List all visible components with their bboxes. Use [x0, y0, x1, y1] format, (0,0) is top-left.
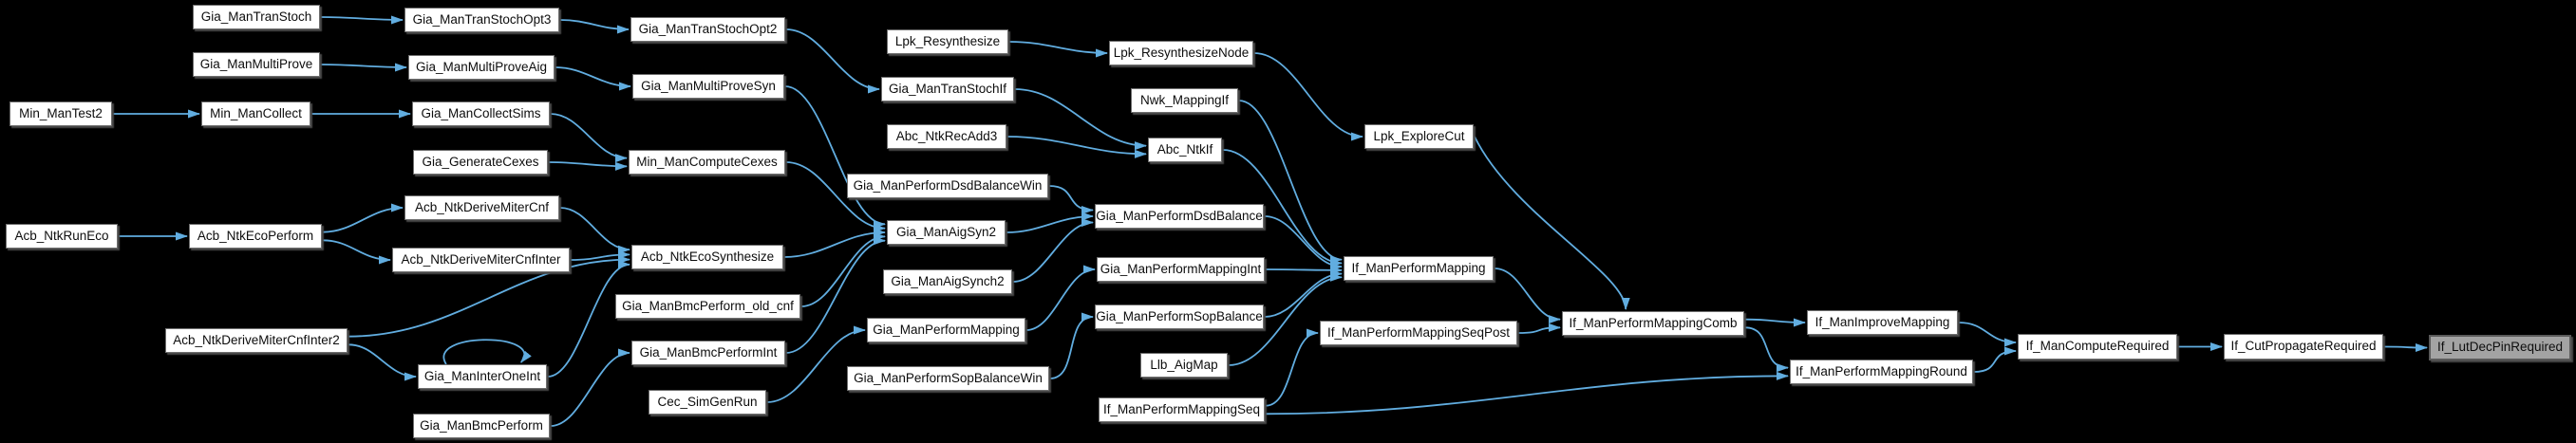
node-Gia_ManCollectSims[interactable]: Gia_ManCollectSims — [412, 102, 550, 126]
node-Gia_ManTranStochOpt2[interactable]: Gia_ManTranStochOpt2 — [630, 17, 785, 42]
edge-Lpk_Resynthesize-to-Lpk_ResynthesizeNode — [1008, 41, 1108, 58]
node-Gia_ManPerformSopBalanceWin[interactable]: Gia_ManPerformSopBalanceWin — [847, 366, 1049, 391]
edge-Llb_AigMap-to-If_ManPerformMapping — [1228, 272, 1343, 366]
edge-Gia_ManAigSynch2-to-Gia_ManPerformDsdBalance — [1012, 218, 1094, 283]
edge-Gia_ManPerformDsdBalance-to-If_ManPerformMapping — [1264, 215, 1343, 271]
node-Gia_ManMultiProve[interactable]: Gia_ManMultiProve — [193, 52, 320, 77]
node-Acb_NtkEcoSynthesize[interactable]: Acb_NtkEcoSynthesize — [631, 245, 783, 269]
edge-Gia_ManMultiProveAig-to-Gia_ManMultiProveSyn — [555, 66, 631, 91]
node-Acb_NtkDeriveMiterCnf[interactable]: Acb_NtkDeriveMiterCnf — [404, 195, 559, 220]
edge-Gia_ManPerformMapping-to-Gia_ManPerformMappingInt — [1025, 265, 1096, 331]
edge-Abc_NtkIf-to-If_ManPerformMapping — [1222, 149, 1343, 268]
edge-Gia_ManPerformMappingInt-to-If_ManPerformMapping — [1265, 266, 1343, 275]
node-Gia_ManPerformMappingInt[interactable]: Gia_ManPerformMappingInt — [1097, 257, 1265, 282]
node-Gia_ManBmcPerform[interactable]: Gia_ManBmcPerform — [413, 414, 550, 438]
edge-If_ManPerformMapping-to-If_ManPerformMappingComb — [1494, 268, 1561, 324]
edge-If_ManImproveMapping-to-If_ManComputeRequired — [1958, 322, 2017, 347]
edge-Acb_NtkEcoSynthesize-to-Gia_ManAigSyn2 — [783, 228, 886, 258]
node-Gia_ManBmcPerform_old_cnf[interactable]: Gia_ManBmcPerform_old_cnf — [615, 294, 800, 319]
edge-If_ManPerformMappingSeq-to-If_ManPerformMappingSeqPost — [1265, 328, 1319, 407]
node-Acb_NtkRunEco[interactable]: Acb_NtkRunEco — [6, 224, 118, 249]
node-Cec_SimGenRun[interactable]: Cec_SimGenRun — [649, 390, 766, 415]
edge-Acb_NtkDeriveMiterCnfInter-to-Acb_NtkEcoSynthesize — [570, 249, 630, 261]
edge-Acb_NtkEcoPerform-to-Acb_NtkDeriveMiterCnfInter — [322, 239, 391, 265]
node-If_ManPerformMappingSeqPost[interactable]: If_ManPerformMappingSeqPost — [1320, 321, 1517, 345]
edge-Acb_NtkDeriveMiterCnfInter2-to-Gia_ManInterOneInt — [348, 343, 417, 381]
node-If_ManPerformMapping[interactable]: If_ManPerformMapping — [1344, 256, 1494, 281]
edge-Gia_ManPerformSopBalanceWin-to-Gia_ManPerformSopBalance — [1049, 312, 1094, 379]
node-Abc_NtkIf[interactable]: Abc_NtkIf — [1148, 138, 1222, 162]
edge-If_ManPerformMappingSeq-to-If_ManPerformMappingRound — [1265, 371, 1789, 415]
edge-If_ManPerformMappingSeqPost-to-If_ManPerformMappingComb — [1517, 323, 1561, 334]
edge-If_CutPropagateRequired-to-If_LutDecPinRequired — [2383, 342, 2428, 352]
node-Gia_ManBmcPerformInt[interactable]: Gia_ManBmcPerformInt — [631, 341, 785, 365]
edge-Lpk_ResynthesizeNode-to-Lpk_ExploreCut — [1253, 52, 1363, 141]
node-Gia_ManAigSyn2[interactable]: Gia_ManAigSyn2 — [887, 220, 1006, 245]
node-Acb_NtkEcoPerform[interactable]: Acb_NtkEcoPerform — [189, 224, 322, 249]
node-Gia_ManTranStochIf[interactable]: Gia_ManTranStochIf — [881, 77, 1014, 102]
node-Gia_ManPerformSopBalance[interactable]: Gia_ManPerformSopBalance — [1095, 305, 1264, 329]
edge-If_ManPerformMappingComb-to-If_ManPerformMappingRound — [1744, 326, 1789, 373]
node-Min_ManComputeCexes[interactable]: Min_ManComputeCexes — [629, 150, 785, 175]
node-Gia_ManTranStochOpt3[interactable]: Gia_ManTranStochOpt3 — [404, 8, 559, 32]
node-Llb_AigMap[interactable]: Llb_AigMap — [1140, 353, 1228, 378]
node-If_LutDecPinRequired: If_LutDecPinRequired — [2429, 335, 2571, 360]
node-If_ManComputeRequired[interactable]: If_ManComputeRequired — [2018, 334, 2177, 360]
edge-Acb_NtkDeriveMiterCnf-to-Acb_NtkEcoSynthesize — [559, 207, 630, 254]
node-Gia_ManInterOneInt[interactable]: Gia_ManInterOneInt — [418, 364, 547, 389]
edge-Gia_ManBmcPerform_old_cnf-to-Gia_ManAigSyn2 — [800, 231, 886, 307]
node-Lpk_ExploreCut[interactable]: Lpk_ExploreCut — [1364, 124, 1474, 149]
node-Lpk_Resynthesize[interactable]: Lpk_Resynthesize — [887, 29, 1008, 54]
edge-Gia_ManPerformSopBalance-to-If_ManPerformMapping — [1264, 269, 1343, 318]
node-Lpk_ResynthesizeNode[interactable]: Lpk_ResynthesizeNode — [1109, 41, 1253, 65]
edge-If_ManPerformMappingRound-to-If_ManComputeRequired — [1973, 346, 2017, 373]
edge-Gia_ManMultiProve-to-Gia_ManMultiProveAig — [320, 63, 407, 72]
node-Gia_ManTranStoch[interactable]: Gia_ManTranStoch — [193, 5, 320, 29]
edge-Gia_ManBmcPerform-to-Gia_ManBmcPerformInt — [550, 348, 630, 427]
node-Gia_ManAigSynch2[interactable]: Gia_ManAigSynch2 — [883, 269, 1012, 294]
edge-Gia_ManInterOneInt-to-Acb_NtkEcoSynthesize — [547, 260, 630, 378]
node-Gia_ManMultiProveAig[interactable]: Gia_ManMultiProveAig — [408, 55, 555, 80]
node-Acb_NtkDeriveMiterCnfInter2[interactable]: Acb_NtkDeriveMiterCnfInter2 — [165, 328, 348, 353]
node-Gia_ManMultiProveSyn[interactable]: Gia_ManMultiProveSyn — [632, 74, 784, 99]
edge-Gia_GenerateCexes-to-Min_ManComputeCexes — [548, 161, 628, 171]
edge-Lpk_ExploreCut-to-If_ManPerformMappingComb — [1474, 136, 1630, 310]
node-If_ManPerformMappingComb[interactable]: If_ManPerformMappingComb — [1562, 311, 1744, 336]
edge-Gia_ManPerformDsdBalanceWin-to-Gia_ManPerformDsdBalance — [1048, 185, 1094, 214]
node-Abc_NtkRecAdd3[interactable]: Abc_NtkRecAdd3 — [887, 124, 1006, 149]
edge-Cec_SimGenRun-to-Gia_ManPerformMapping — [766, 325, 866, 403]
edge-Gia_ManInterOneInt-to-Gia_ManInterOneInt — [442, 339, 532, 365]
node-Gia_ManPerformMapping[interactable]: Gia_ManPerformMapping — [867, 318, 1025, 342]
edge-Gia_ManTranStochOpt2-to-Gia_ManTranStochIf — [785, 28, 880, 94]
node-If_CutPropagateRequired[interactable]: If_CutPropagateRequired — [2224, 334, 2383, 360]
edge-Gia_ManCollectSims-to-Min_ManComputeCexes — [550, 113, 628, 163]
edge-Nwk_MappingIf-to-If_ManPerformMapping — [1238, 100, 1343, 265]
edge-If_ManPerformMappingComb-to-If_ManImproveMapping — [1744, 318, 1806, 327]
edge-Gia_ManTranStoch-to-Gia_ManTranStochOpt3 — [320, 15, 404, 25]
edge-Min_ManComputeCexes-to-Gia_ManAigSyn2 — [785, 161, 886, 233]
node-Gia_GenerateCexes[interactable]: Gia_GenerateCexes — [413, 150, 548, 175]
node-Min_ManTest2[interactable]: Min_ManTest2 — [9, 102, 112, 126]
node-Acb_NtkDeriveMiterCnfInter[interactable]: Acb_NtkDeriveMiterCnfInter — [392, 248, 570, 272]
node-If_ManPerformMappingRound[interactable]: If_ManPerformMappingRound — [1790, 360, 1973, 384]
node-Min_ManCollect[interactable]: Min_ManCollect — [201, 102, 310, 126]
node-Gia_ManPerformDsdBalanceWin[interactable]: Gia_ManPerformDsdBalanceWin — [847, 174, 1048, 198]
edge-Acb_NtkEcoPerform-to-Acb_NtkDeriveMiterCnf — [322, 203, 404, 233]
edge-Abc_NtkRecAdd3-to-Abc_NtkIf — [1006, 136, 1147, 158]
edge-Gia_ManAigSyn2-to-Gia_ManPerformDsdBalance — [1006, 212, 1094, 233]
node-If_ManPerformMappingSeq[interactable]: If_ManPerformMappingSeq — [1099, 397, 1265, 422]
node-Gia_ManPerformDsdBalance[interactable]: Gia_ManPerformDsdBalance — [1095, 204, 1264, 229]
edge-Gia_ManBmcPerformInt-to-Gia_ManAigSyn2 — [785, 236, 886, 354]
node-If_ManImproveMapping[interactable]: If_ManImproveMapping — [1807, 310, 1958, 335]
edge-Gia_ManMultiProveSyn-to-Gia_ManAigSyn2 — [784, 85, 886, 229]
edge-Acb_NtkDeriveMiterCnfInter2-to-Acb_NtkEcoSynthesize — [348, 255, 630, 338]
edge-Gia_ManTranStochOpt3-to-Gia_ManTranStochOpt2 — [559, 19, 630, 34]
node-Nwk_MappingIf[interactable]: Nwk_MappingIf — [1131, 88, 1238, 113]
edge-Gia_ManTranStochIf-to-Abc_NtkIf — [1014, 88, 1147, 151]
